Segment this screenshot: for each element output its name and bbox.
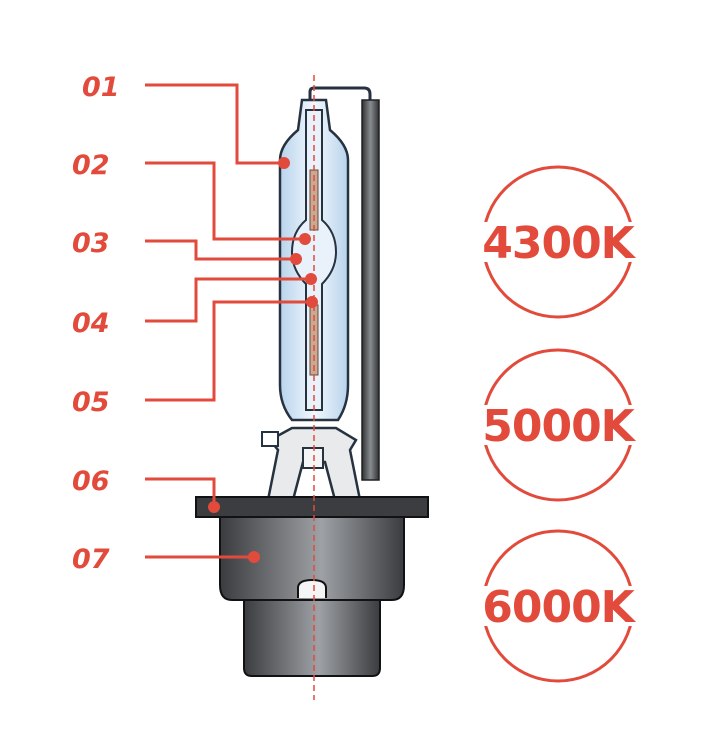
- point-06: [208, 501, 220, 513]
- label-01: 01: [82, 72, 120, 103]
- temperature-badges: 4300K 5000K 6000K: [470, 165, 648, 683]
- temp-bg-6000: [470, 586, 648, 626]
- point-07: [248, 551, 260, 563]
- return-wire: [308, 86, 372, 105]
- leader-05: [145, 300, 312, 402]
- label-04: 04: [72, 308, 110, 339]
- part-labels: 01 02 03 04 05 06 07: [72, 72, 120, 575]
- leader-02: [145, 161, 305, 241]
- base-body: [219, 516, 405, 601]
- temp-bg-4300: [470, 222, 648, 262]
- temp-label-5000: 5000K: [482, 401, 636, 452]
- point-03: [290, 253, 302, 265]
- clamp-tab: [261, 431, 279, 447]
- label-02: 02: [72, 150, 110, 181]
- leader-06: [145, 477, 216, 507]
- leader-01: [145, 83, 284, 165]
- leader-04: [145, 277, 311, 323]
- base-socket: [243, 599, 381, 677]
- leader-lines: [145, 83, 318, 563]
- clamp-center: [302, 447, 324, 469]
- point-01: [278, 157, 290, 169]
- point-04: [305, 273, 317, 285]
- temp-label-4300: 4300K: [482, 218, 636, 269]
- bulb-illustration: [195, 75, 429, 700]
- base-flange: [195, 496, 429, 518]
- temp-label-6000: 6000K: [482, 582, 636, 633]
- support-rod: [361, 99, 380, 481]
- point-05: [306, 296, 318, 308]
- leader-03: [145, 239, 296, 261]
- label-06: 06: [72, 466, 110, 497]
- label-03: 03: [72, 228, 110, 259]
- base-key-notch: [297, 578, 327, 598]
- point-02: [299, 233, 311, 245]
- label-07: 07: [72, 544, 110, 575]
- label-05: 05: [72, 387, 110, 418]
- temp-bg-5000: [470, 405, 648, 445]
